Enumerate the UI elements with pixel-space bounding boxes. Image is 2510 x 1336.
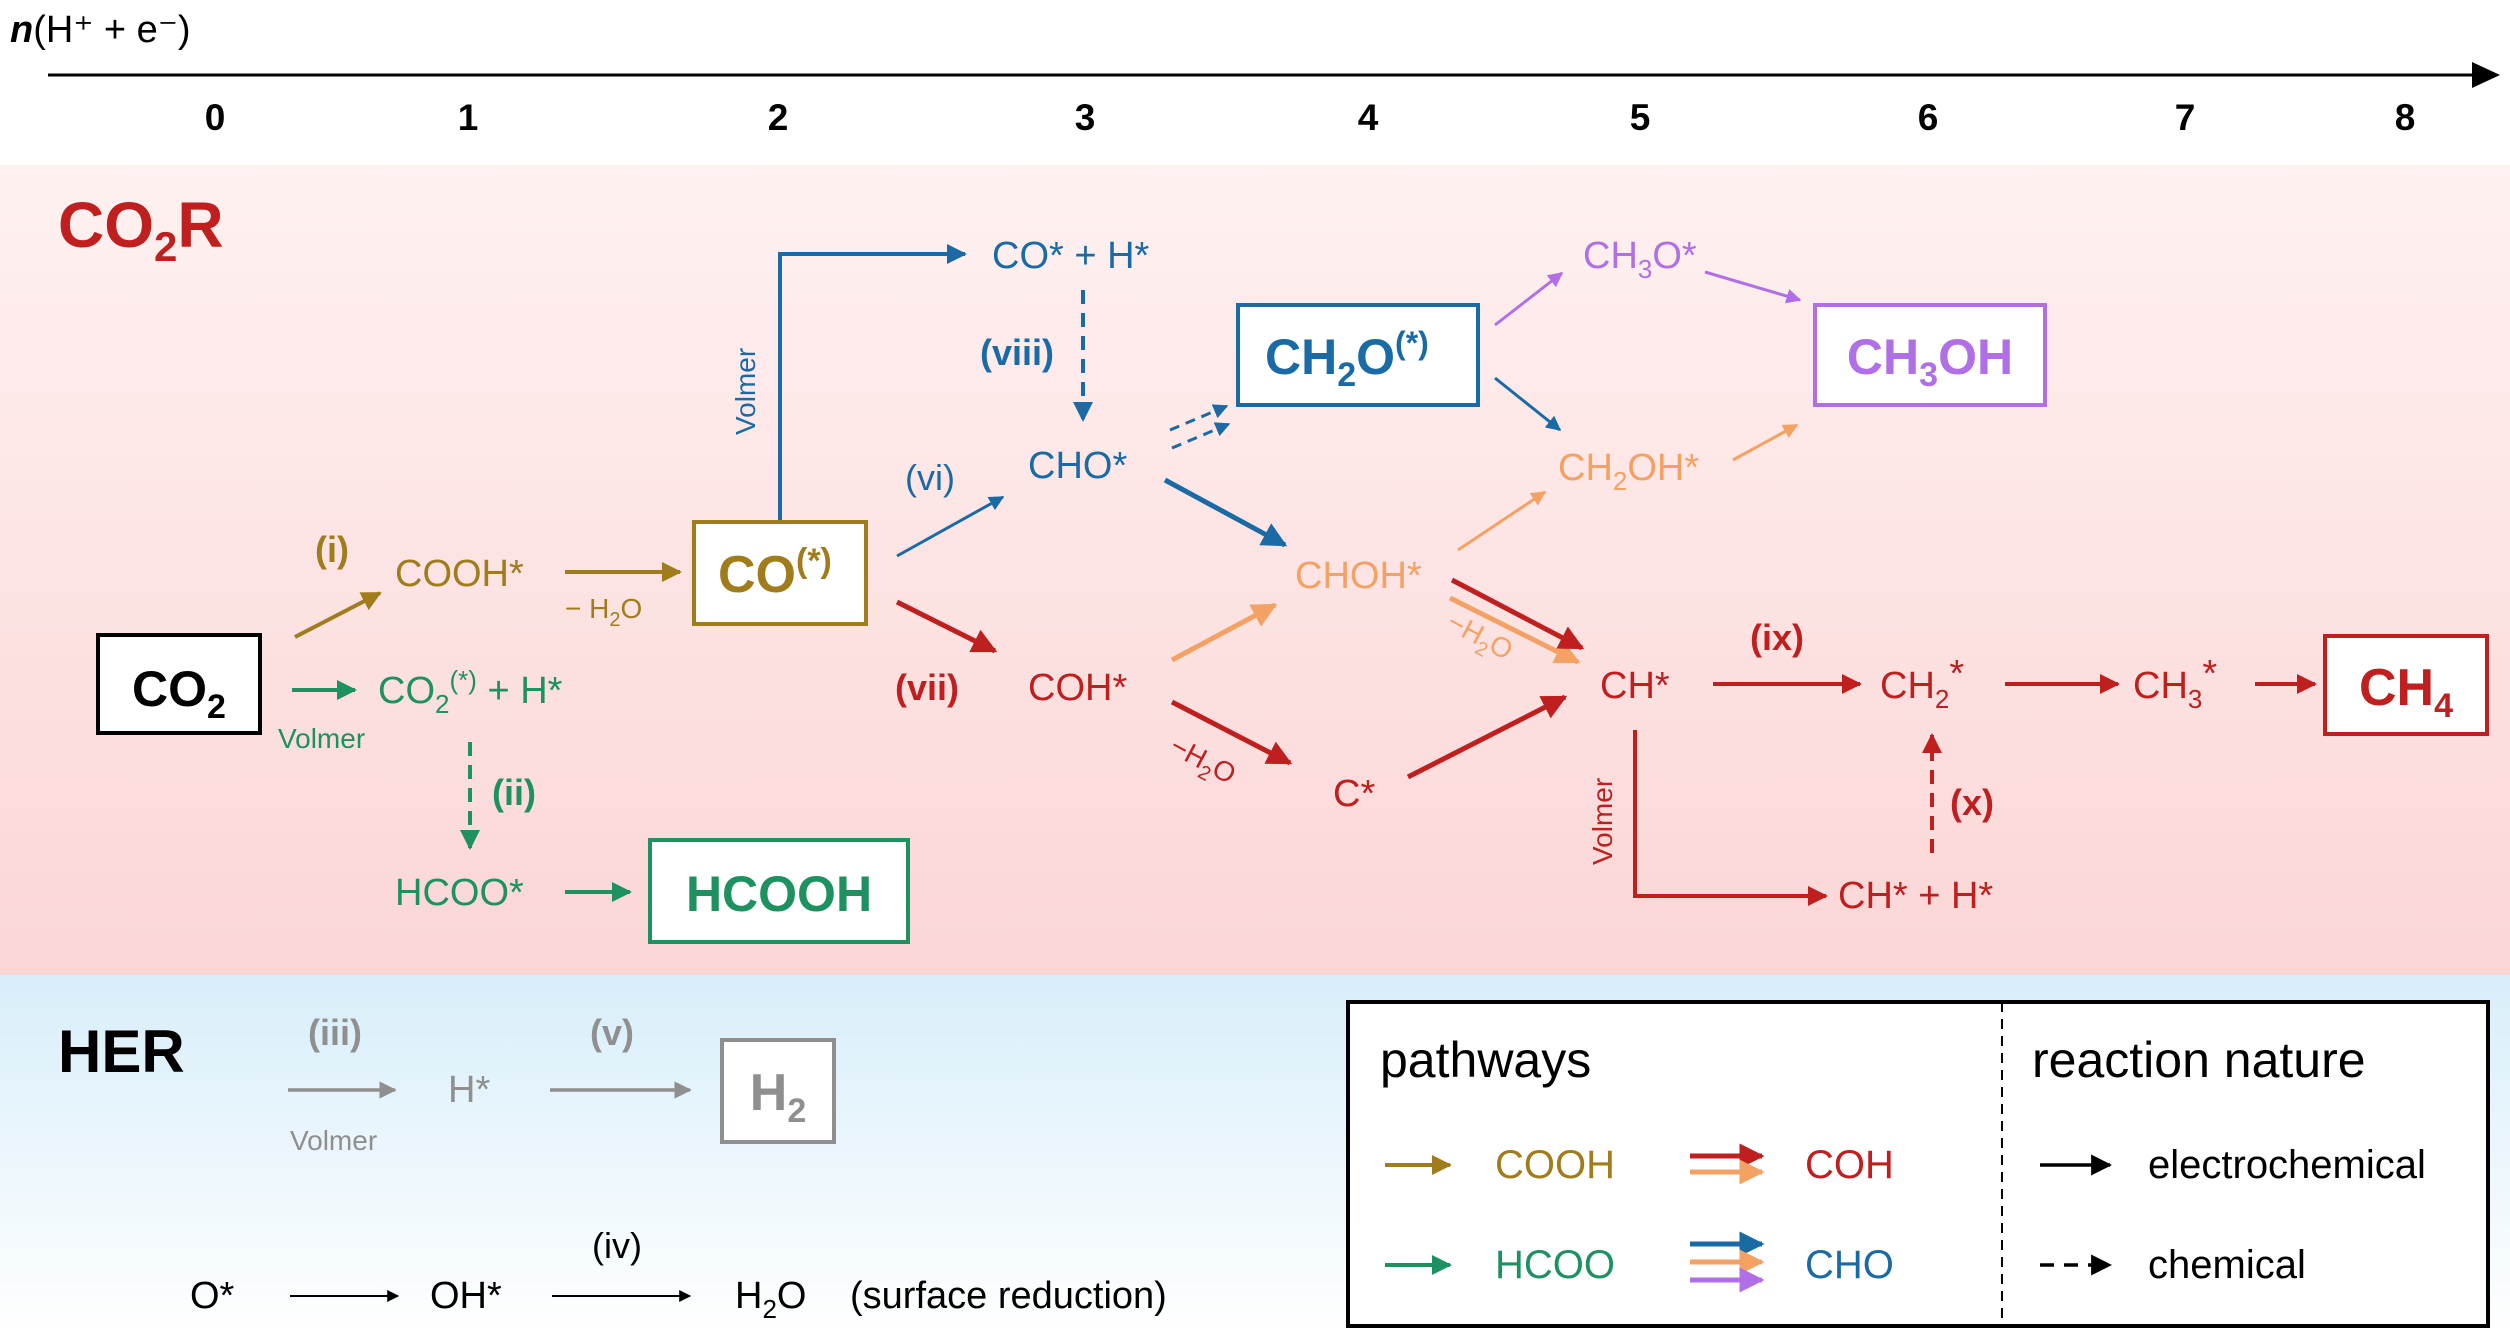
axis-tick-3: 3 — [1075, 97, 1096, 138]
legend-chemical-label: chemical — [2148, 1243, 2306, 1287]
co2-adsorbed-label: CO2(*) + H* — [378, 665, 563, 719]
ch2o-box — [1236, 303, 1480, 407]
step-v: (v) — [590, 1012, 634, 1053]
axis-tick-4: 4 — [1358, 97, 1379, 138]
c-label: C* — [1333, 773, 1375, 815]
ch2o-label: CH2O(*) — [1265, 325, 1429, 394]
co-label: CO(*) — [718, 542, 832, 604]
hcooh-label: HCOOH — [686, 866, 872, 922]
legend-coh-label: COH — [1805, 1143, 1894, 1187]
minus-h2o-cooh: − H2O — [565, 593, 642, 631]
ch2-label: CH2* — [1880, 653, 1964, 714]
arrow-coh-to-c — [1170, 699, 1293, 766]
axis-tick-2: 2 — [768, 97, 789, 138]
step-iv: (iv) — [592, 1225, 642, 1266]
ch3-label: CH3* — [2133, 653, 2217, 714]
arrow-co2-to-cooh — [294, 591, 382, 639]
ch3o-label: CH3O* — [1583, 235, 1697, 284]
arrow-cho-to-choh — [1163, 477, 1288, 548]
axis-tick-5: 5 — [1630, 97, 1651, 138]
co-box — [692, 520, 868, 626]
co2-label: CO2 — [132, 661, 226, 726]
arrow-choh-to-ch-red — [1450, 577, 1585, 651]
ch4-label: CH4 — [2359, 659, 2453, 725]
legend-pathways-title: pathways — [1380, 1032, 1591, 1088]
axis-arrowhead — [2472, 62, 2500, 88]
h-star-label: H* — [448, 1069, 490, 1111]
h2-label: H2 — [750, 1064, 806, 1130]
co-h-label: CO* + H* — [992, 235, 1150, 277]
h2-box — [720, 1038, 836, 1144]
cho-label: CHO* — [1028, 445, 1127, 487]
legend-cho-label: CHO — [1805, 1243, 1894, 1287]
arrow-ch-volmer — [1633, 730, 1828, 906]
cooh-label: COOH* — [395, 553, 524, 595]
arrow-c-to-ch — [1406, 694, 1568, 780]
arrow-co-to-cho — [896, 495, 1005, 558]
ch3oh-label: CH3OH — [1847, 329, 2013, 394]
legend-nature-title: reaction nature — [2032, 1032, 2366, 1088]
axis-label-rest: (H⁺ + e⁻) — [33, 9, 190, 51]
choh-label: CHOH* — [1295, 555, 1422, 597]
arrow-cho-to-ch2o-b — [1171, 422, 1231, 450]
arrow-cho-to-ch2o-a — [1169, 404, 1229, 432]
step-viii: (viii) — [980, 332, 1054, 373]
svg-text:n(H⁺ + e⁻): n(H⁺ + e⁻) — [10, 9, 191, 51]
step-ix: (ix) — [1750, 617, 1804, 658]
arrow-ch2oh-to-ch3oh — [1732, 423, 1799, 462]
electron-count-axis: n(H⁺ + e⁻) 0 1 2 3 4 5 6 7 8 — [10, 9, 2500, 138]
legend: pathways reaction nature COOH HCOO COH C… — [1346, 1000, 2490, 1328]
step-ii: (ii) — [492, 772, 536, 813]
arrow-co-volmer — [778, 244, 967, 522]
arrow-choh-to-ch2oh — [1457, 490, 1547, 552]
hcooh-box — [648, 838, 910, 944]
axis-tick-0: 0 — [205, 97, 226, 138]
step-vi: (vi) — [905, 457, 955, 498]
legend-cooh-label: COOH — [1495, 1143, 1615, 1187]
ch2oh-label: CH2OH* — [1558, 447, 1699, 496]
volmer-label-co: Volmer — [730, 348, 761, 435]
step-iii: (iii) — [308, 1012, 362, 1053]
ch-label: CH* — [1600, 665, 1670, 707]
ch4-box — [2323, 634, 2489, 736]
arrow-ch2o-to-ch3o — [1494, 271, 1564, 327]
o-star-label: O* — [190, 1275, 235, 1317]
legend-frame — [1346, 1000, 2490, 1328]
co2-box — [96, 633, 262, 735]
volmer-label-ch: Volmer — [1587, 778, 1618, 865]
volmer-label-her: Volmer — [290, 1125, 377, 1156]
ch-h-label: CH* + H* — [1838, 875, 1993, 917]
her-title: HER — [58, 1018, 185, 1085]
step-vii: (vii) — [895, 667, 959, 708]
arrow-co-to-coh — [895, 599, 998, 654]
oh-star-label: OH* — [430, 1275, 502, 1317]
hcoo-label: HCOO* — [395, 872, 524, 914]
arrow-ch2o-to-ch2oh — [1494, 376, 1562, 432]
arrow-ch3o-to-ch3oh — [1704, 270, 1802, 304]
step-i: (i) — [315, 529, 349, 570]
axis-label-n: n — [10, 9, 33, 51]
co2r-title: CO2R — [58, 189, 224, 270]
surface-reduction-label: (surface reduction) — [850, 1275, 1167, 1317]
axis-tick-7: 7 — [2175, 97, 2196, 138]
arrow-choh-to-ch-orange — [1448, 595, 1581, 665]
axis-tick-8: 8 — [2395, 97, 2416, 138]
legend-hcoo-label: HCOO — [1495, 1243, 1615, 1287]
step-x: (x) — [1950, 782, 1994, 823]
arrow-coh-to-choh — [1170, 602, 1278, 663]
volmer-label-co2: Volmer — [278, 723, 365, 754]
h2o-label: H2O — [735, 1275, 806, 1324]
legend-electrochemical-label: electrochemical — [2148, 1143, 2426, 1187]
axis-tick-1: 1 — [458, 97, 479, 138]
axis-tick-6: 6 — [1918, 97, 1939, 138]
ch3oh-box — [1813, 303, 2047, 407]
coh-label: COH* — [1028, 667, 1127, 709]
co2r-region — [0, 165, 2510, 975]
